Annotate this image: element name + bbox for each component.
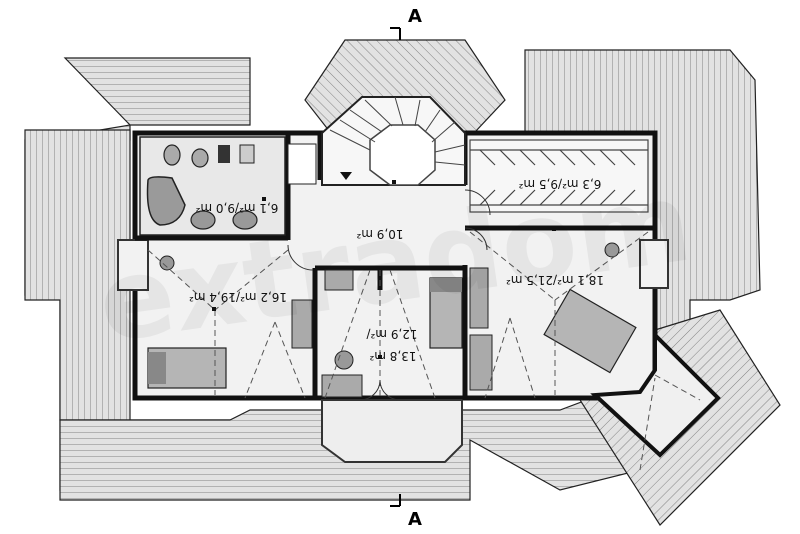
desk-right	[469, 267, 489, 329]
desk-middle	[321, 374, 363, 398]
chair-left	[159, 255, 175, 271]
furniture	[147, 242, 637, 398]
room-labels: 6,1 m²/9,0 m² 10,9 m² 6,3 m²/9,5 m² 16,2…	[189, 177, 604, 363]
chair-middle	[334, 350, 354, 370]
cabinet-middle	[324, 269, 354, 291]
area-hall: 10,9 m²	[356, 227, 403, 241]
area-bedroom-right: 18,1 m²/21,5 m²	[506, 273, 604, 287]
area-closet: 6,3 m²/9,5 m²	[518, 177, 601, 191]
room-markers	[212, 180, 556, 359]
right-wing-room	[590, 330, 721, 458]
bed-right	[543, 288, 637, 374]
staircase	[321, 96, 466, 186]
area-bedroom-left: 16,2 m²/19,4 m²	[189, 290, 287, 304]
area-bedroom-middle-a: 12,9 m²/	[366, 327, 418, 341]
left-bay	[117, 239, 149, 291]
section-label-bottom: A	[408, 509, 422, 530]
slope-lines	[147, 231, 701, 471]
section-mark-bottom: A	[390, 494, 422, 530]
closet-fixtures	[469, 139, 649, 213]
front-bay	[321, 399, 463, 463]
section-label-top: A	[408, 6, 422, 27]
desk-left	[291, 299, 313, 349]
walls	[135, 133, 655, 400]
area-bathroom: 6,1 m²/9,0 m²	[195, 201, 278, 215]
doors	[287, 189, 491, 401]
area-bedroom-middle-b: 13,8 m²	[369, 349, 416, 363]
chair-right	[604, 242, 620, 258]
right-bay	[639, 239, 669, 289]
bathroom-fixtures	[139, 136, 317, 236]
section-mark-top: A	[390, 6, 422, 40]
